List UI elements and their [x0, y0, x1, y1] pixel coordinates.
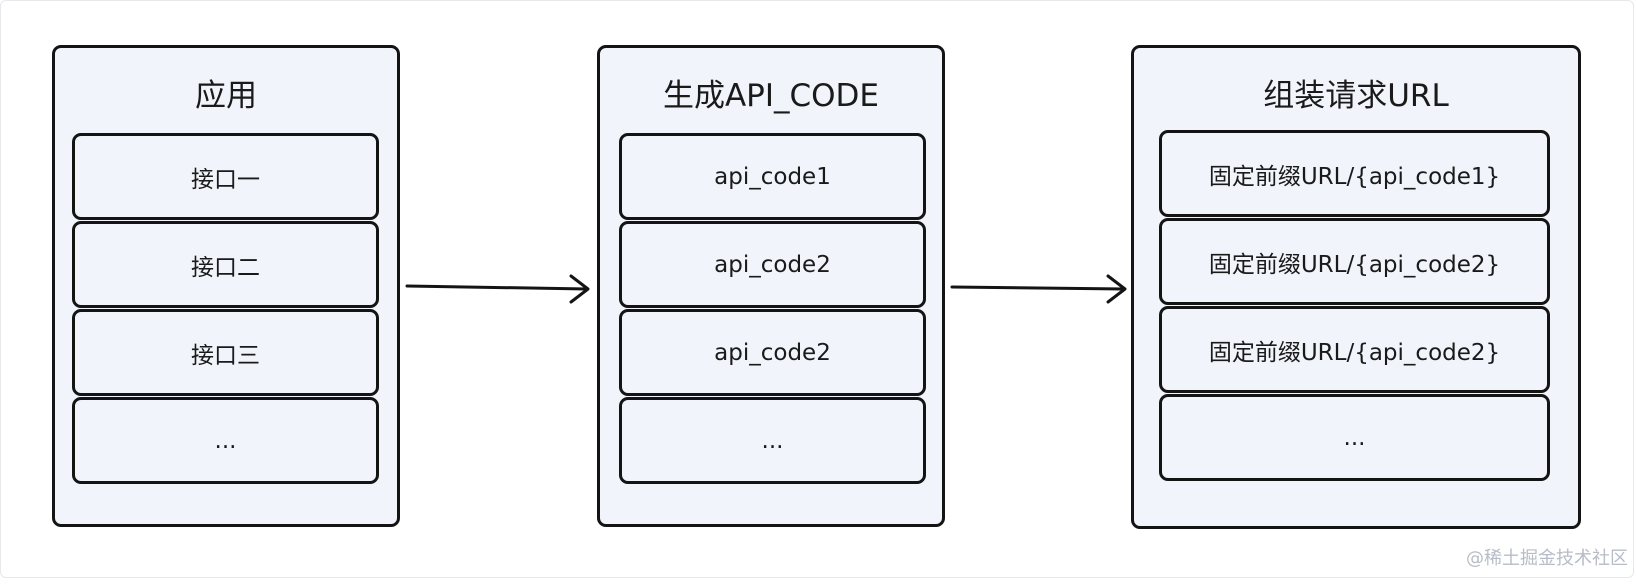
panel-title: 组装请求URL	[1263, 78, 1449, 114]
panel-title: 应用	[195, 78, 257, 114]
list-item: 固定前缀URL/{api_code1}	[1159, 130, 1550, 217]
list-item: ...	[619, 397, 926, 484]
list-item: 接口一	[72, 133, 379, 220]
arrow-right-icon	[405, 274, 590, 304]
list-item: 接口三	[72, 309, 379, 396]
list-item: 接口二	[72, 221, 379, 308]
watermark: @稀土掘金技术社区	[1466, 548, 1628, 569]
list-item: ...	[72, 397, 379, 484]
panel-generate-api-code: 生成API_CODE api_code1 api_code2 api_code2…	[597, 45, 945, 527]
arrow-right-icon	[950, 274, 1127, 304]
list-item: ...	[1159, 394, 1550, 481]
list-item: api_code2	[619, 221, 926, 308]
panel-title: 生成API_CODE	[662, 78, 880, 114]
list-item: api_code1	[619, 133, 926, 220]
list-item: 固定前缀URL/{api_code2}	[1159, 218, 1550, 305]
panel-application: 应用 接口一 接口二 接口三 ...	[52, 45, 400, 527]
list-item: api_code2	[619, 309, 926, 396]
panel-assemble-request-url: 组装请求URL 固定前缀URL/{api_code1} 固定前缀URL/{api…	[1131, 45, 1581, 529]
list-item: 固定前缀URL/{api_code2}	[1159, 306, 1550, 393]
